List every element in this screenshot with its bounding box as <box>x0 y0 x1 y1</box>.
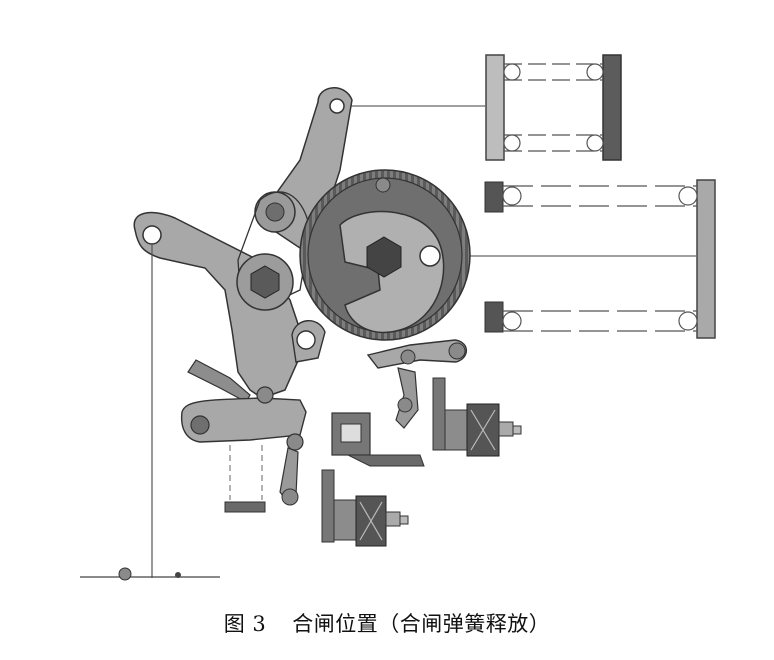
gear-latch-mid-pin <box>400 349 416 365</box>
closing-spring-upper-coil <box>502 185 698 207</box>
gear-top-pin <box>375 177 391 193</box>
figure-caption: 图 3 合闸位置（合闸弹簧释放） <box>0 608 774 638</box>
opening-coil-frame <box>321 469 335 543</box>
cam-gear <box>299 169 471 341</box>
opening-buffer-base <box>224 501 266 513</box>
closing-spring-upper-anchor <box>484 181 504 213</box>
closing-spring-assembly <box>430 179 716 339</box>
ground-pin <box>175 572 181 578</box>
gear-latch-arm-body <box>366 339 468 369</box>
figure-number: 图 3 <box>223 612 267 636</box>
closing-coil-plunger <box>498 421 514 437</box>
opening-trip-roller <box>281 488 299 506</box>
opening-coil-tip <box>399 515 409 525</box>
main-shaft-hub <box>236 253 294 311</box>
main-hub-hex-icon <box>250 265 280 299</box>
gear-latch-end-pin <box>448 342 466 360</box>
opening-coil-plunger <box>385 511 401 527</box>
closing-coil-frame <box>432 377 446 451</box>
opening-trip-coil <box>321 469 409 547</box>
opening-lever-body <box>180 397 307 443</box>
upper-spring-left-plate <box>485 54 505 161</box>
opening-linkage <box>180 386 307 513</box>
figure-title: 合闸位置（合闸弹簧释放） <box>292 612 551 636</box>
upper-spring-assembly <box>485 54 622 161</box>
gear-latch-arm <box>366 339 468 369</box>
closing-spring-lower-anchor <box>484 301 504 333</box>
closing-trip-block <box>331 412 371 456</box>
opening-lever-pin <box>256 386 274 404</box>
opening-buffer-spring <box>229 445 263 500</box>
upper-spring-coil-bottom <box>503 134 604 152</box>
opening-coil-cross <box>359 501 383 541</box>
closing-coil-body <box>444 409 468 451</box>
upper-spring-coil-top <box>503 63 604 81</box>
opening-coil-body <box>333 499 357 541</box>
hook-lever-pivot <box>142 225 162 245</box>
opening-lever-joint <box>286 433 304 451</box>
closing-spring-end-plate <box>696 179 716 339</box>
lower-latch-roller <box>296 330 316 350</box>
ground-roller <box>118 567 132 581</box>
lower-latch <box>291 320 326 363</box>
upper-spring-right-plate <box>602 54 622 161</box>
closing-spring-lower-coil <box>502 310 698 332</box>
cam-hex-hole-icon <box>366 236 402 278</box>
opening-lever-pivot <box>190 415 210 435</box>
hook-lever <box>133 211 306 403</box>
closing-coil-tip <box>512 425 522 435</box>
closing-coil-cross <box>470 409 496 451</box>
link-roller-upper-hub <box>265 202 285 222</box>
mechanism-diagram <box>80 54 716 581</box>
closing-trip-linkage <box>331 367 425 467</box>
hanging-rod <box>80 244 220 581</box>
closing-coil <box>432 377 522 457</box>
closing-trip-window <box>340 423 362 443</box>
upper-lever-top-pivot <box>329 98 345 114</box>
cam-roller-pin <box>419 245 441 267</box>
closing-trip-roller <box>397 397 413 413</box>
closing-trip-base <box>347 454 425 467</box>
